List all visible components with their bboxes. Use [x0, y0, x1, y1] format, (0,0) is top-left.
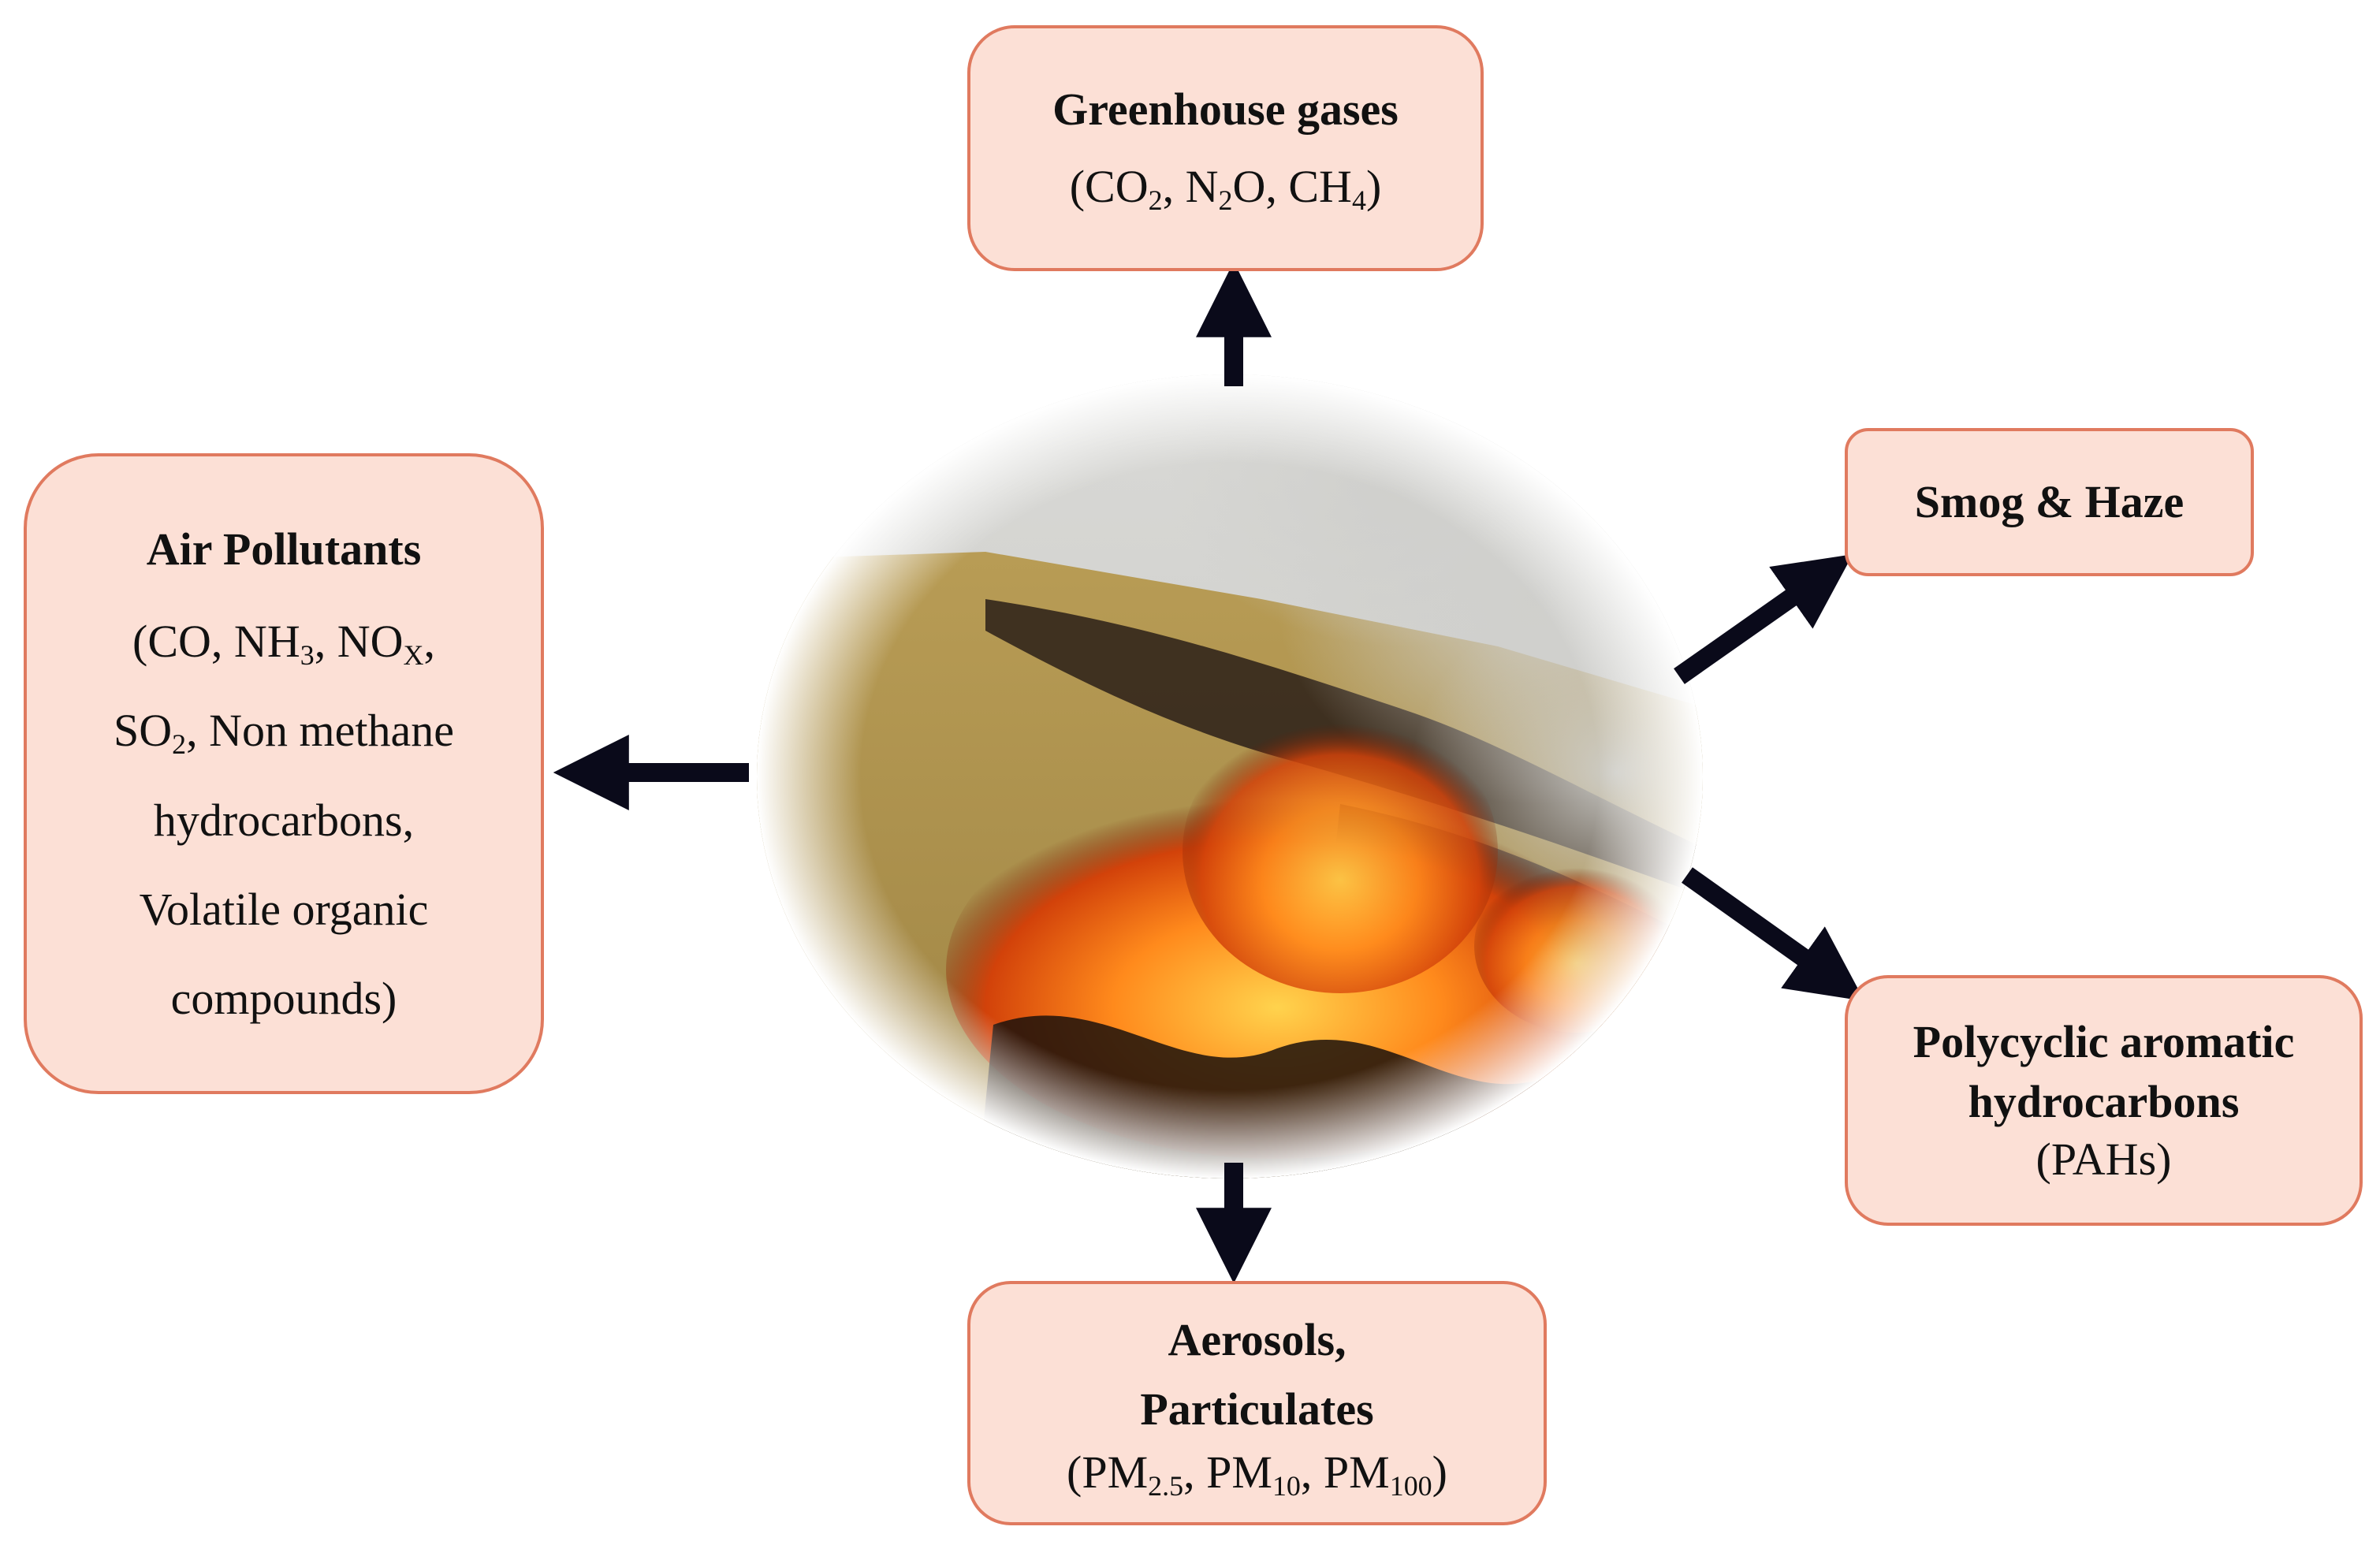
- air-pollutants-box: Air Pollutants (CO, NH3, NOX, SO2, Non m…: [24, 453, 544, 1094]
- pahs-box: Polycyclic aromatic hydrocarbons (PAHs): [1845, 975, 2363, 1226]
- arrow-to-pahs: [1682, 867, 1865, 1002]
- aerosols-box: Aerosols, Particulates (PM2.5, PM10, PM1…: [967, 1281, 1547, 1525]
- aerosols-title-line-1: Aerosols,: [1168, 1313, 1346, 1365]
- air-pollutants-title: Air Pollutants: [146, 523, 422, 575]
- greenhouse-gases-box: Greenhouse gases (CO2, N2O, CH4): [967, 25, 1484, 271]
- arrow-to-smog-haze: [1674, 554, 1853, 684]
- air-pollutants-line-5: compounds): [170, 972, 397, 1024]
- aerosols-formula: (PM2.5, PM10, PM100): [1067, 1446, 1447, 1502]
- air-pollutants-line-1: (CO, NH3, NOX,: [132, 616, 435, 672]
- air-pollutants-line-3: hydrocarbons,: [153, 794, 415, 846]
- greenhouse-gases-title: Greenhouse gases: [1052, 83, 1399, 135]
- greenhouse-gases-formula: (CO2, N2O, CH4): [1069, 161, 1382, 217]
- pahs-title-line-2: hydrocarbons: [1968, 1075, 2240, 1127]
- air-pollutants-line-4: Volatile organic: [139, 883, 429, 935]
- smog-haze-box: Smog & Haze: [1845, 428, 2254, 576]
- pahs-title-line-1: Polycyclic aromatic: [1913, 1016, 2295, 1068]
- aerosols-title-line-2: Particulates: [1140, 1383, 1374, 1435]
- air-pollutants-line-2: SO2, Non methane: [114, 705, 454, 761]
- smog-haze-title: Smog & Haze: [1914, 475, 2184, 527]
- pahs-subtitle: (PAHs): [2035, 1134, 2172, 1186]
